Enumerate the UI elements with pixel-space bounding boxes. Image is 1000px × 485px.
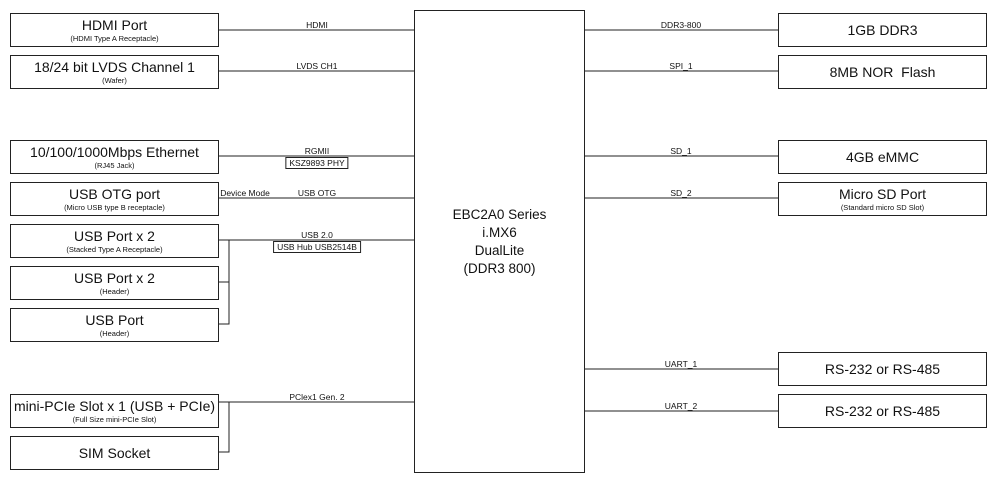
block-subtitle: (Header) [99,287,130,296]
processor-line: i.MX6 [482,224,517,240]
block-title: HDMI Port [81,17,148,33]
phy-chip-label: KSZ9893 PHY [285,157,349,169]
block-title: USB Port [85,312,144,328]
uart1-bus-label: UART_1 [664,359,698,369]
nor-flash-block: 8MB NOR Flash [778,55,987,89]
block-subtitle: (Micro USB type B receptacle) [64,203,165,212]
lvds-channel-block: 18/24 bit LVDS Channel 1 (Wafer) [10,55,219,89]
device-mode-label: Device Mode [220,188,270,198]
block-title: mini-PCIe Slot x 1 (USB + PCIe) [13,398,216,414]
lvds-bus-label: LVDS CH1 [296,61,338,71]
processor-line: EBC2A0 Series [452,206,547,222]
block-title: 10/100/1000Mbps Ethernet [30,144,199,160]
usb-hub-chip-label: USB Hub USB2514B [273,241,361,253]
usb-port-stacked-block: USB Port x 2 (Stacked Type A Receptacle) [10,224,219,258]
rgmii-bus-label: RGMII [304,146,330,156]
sim-socket-block: SIM Socket [10,436,219,470]
block-title: SIM Socket [78,445,151,461]
block-title: RS-232 or RS-485 [824,361,941,377]
block-subtitle: (Standard micro SD Slot) [840,203,925,212]
sd2-bus-label: SD_2 [670,188,692,198]
ethernet-block: 10/100/1000Mbps Ethernet (RJ45 Jack) [10,140,219,174]
sd1-bus-label: SD_1 [670,146,692,156]
block-subtitle: (Full Size mini-PCIe Slot) [72,415,157,424]
processor-line: DualLite [474,242,525,258]
ddr3-bus-label: DDR3-800 [660,20,702,30]
block-title: USB Port x 2 [74,270,155,286]
block-subtitle: (Wafer) [102,76,127,85]
block-subtitle: (HDMI Type A Receptacle) [70,34,159,43]
serial-port-1-block: RS-232 or RS-485 [778,352,987,386]
usb-port-single-block: USB Port (Header) [10,308,219,342]
usb-port-header-block: USB Port x 2 (Header) [10,266,219,300]
pcie-bus-label: PClex1 Gen. 2 [289,392,345,402]
emmc-block: 4GB eMMC [778,140,987,174]
uart2-bus-label: UART_2 [664,401,698,411]
block-title: USB OTG port [68,186,161,202]
mini-pcie-block: mini-PCIe Slot x 1 (USB + PCIe) (Full Si… [10,394,219,428]
block-subtitle: (Header) [99,329,130,338]
block-title: 8MB NOR Flash [829,64,936,80]
usb-otg-block: USB OTG port (Micro USB type B receptacl… [10,182,219,216]
sim-bracket [219,401,230,453]
block-subtitle: (RJ45 Jack) [94,161,135,170]
usb20-bus-label: USB 2.0 [301,230,333,240]
block-subtitle: (Stacked Type A Receptacle) [66,245,163,254]
usb-otg-bus-label: USB OTG [297,188,337,198]
hdmi-bus-label: HDMI [306,20,328,30]
block-title: 18/24 bit LVDS Channel 1 [34,59,195,75]
block-title: Micro SD Port [838,186,927,202]
serial-port-2-block: RS-232 or RS-485 [778,394,987,428]
block-title: 4GB eMMC [845,149,920,165]
block-title: RS-232 or RS-485 [824,403,941,419]
ddr3-memory-block: 1GB DDR3 [778,13,987,47]
processor-line: (DDR3 800) [463,260,536,276]
block-title: USB Port x 2 [74,228,155,244]
block-title: 1GB DDR3 [847,22,918,38]
processor-block: EBC2A0 Series i.MX6 DualLite (DDR3 800) [414,10,585,473]
micro-sd-block: Micro SD Port (Standard micro SD Slot) [778,182,987,216]
spi-bus-label: SPI_1 [669,61,693,71]
hdmi-port-block: HDMI Port (HDMI Type A Receptacle) [10,13,219,47]
